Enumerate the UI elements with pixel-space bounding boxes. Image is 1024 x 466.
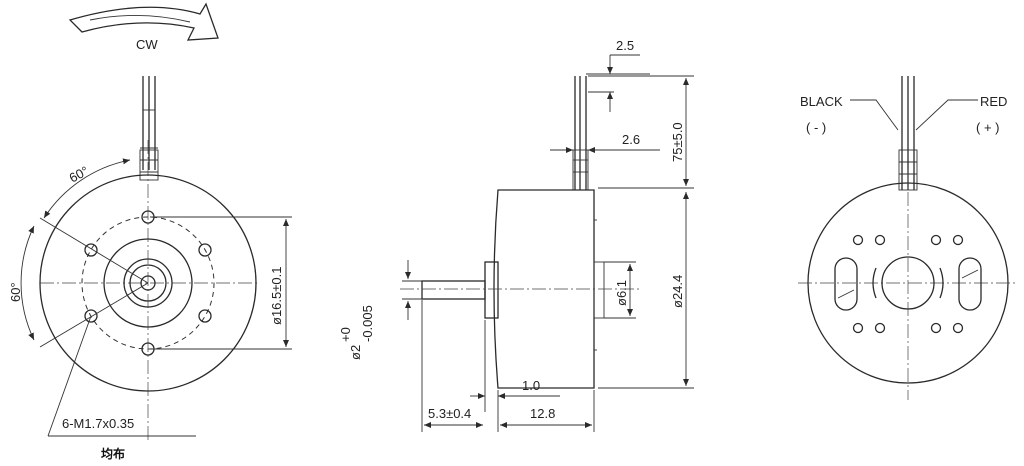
red-wire-label: RED xyxy=(980,94,1007,109)
body-length-dim: 12.8 xyxy=(530,406,555,421)
svg-text:-0.005: -0.005 xyxy=(360,305,375,342)
black-polarity: ( - ) xyxy=(806,120,826,135)
front-shaft xyxy=(140,275,156,291)
wire-width-dim: 2.6 xyxy=(622,132,640,147)
black-wire-label: BLACK xyxy=(800,94,843,109)
cw-arrow xyxy=(68,2,219,41)
rear-view: BLACK ( - ) RED ( + ) xyxy=(798,76,1018,400)
boss-height-dim: 1.0 xyxy=(522,378,540,393)
shaft-diameter-dim: ø2 +0 -0.005 xyxy=(338,305,375,360)
hole-pitch-circle xyxy=(81,216,215,350)
holes-note-cn: 均布 xyxy=(101,446,125,461)
rear-small-holes xyxy=(852,234,964,334)
red-polarity: ( + ) xyxy=(976,120,999,135)
side-motor-body xyxy=(493,189,595,389)
mounting-holes xyxy=(84,210,212,356)
side-shaft xyxy=(421,280,486,300)
shaft-length-dim: 5.3±0.4 xyxy=(428,406,471,421)
svg-text:+0: +0 xyxy=(338,327,353,342)
angle-left-label: 60° xyxy=(8,282,23,302)
front-body-outline xyxy=(39,174,257,392)
front-wire-leads xyxy=(139,76,159,181)
svg-text:ø2: ø2 xyxy=(348,345,363,360)
side-wire-lead xyxy=(572,76,589,191)
boss-diameter-dim: ø6.1 xyxy=(614,280,629,306)
rear-bearing-boss xyxy=(881,256,935,310)
side-view: 2.5 2.6 75±5.0 ø24.4 ø6.1 ø2 +0 -0.005 xyxy=(338,38,694,432)
cw-label: CW xyxy=(136,37,158,52)
lead-length-dim: 75±5.0 xyxy=(670,122,685,162)
side-front-boss xyxy=(484,261,499,319)
front-view: CW xyxy=(8,2,292,461)
pcd-dimension: ø16.5±0.1 xyxy=(269,267,284,325)
angle-top-label: 60° xyxy=(67,163,91,185)
holes-note: 6-M1.7x0.35 xyxy=(62,416,134,431)
wire-offset-dim: 2.5 xyxy=(616,38,634,53)
body-diameter-dim: ø24.4 xyxy=(670,275,685,308)
rear-brush-slots xyxy=(834,257,982,311)
